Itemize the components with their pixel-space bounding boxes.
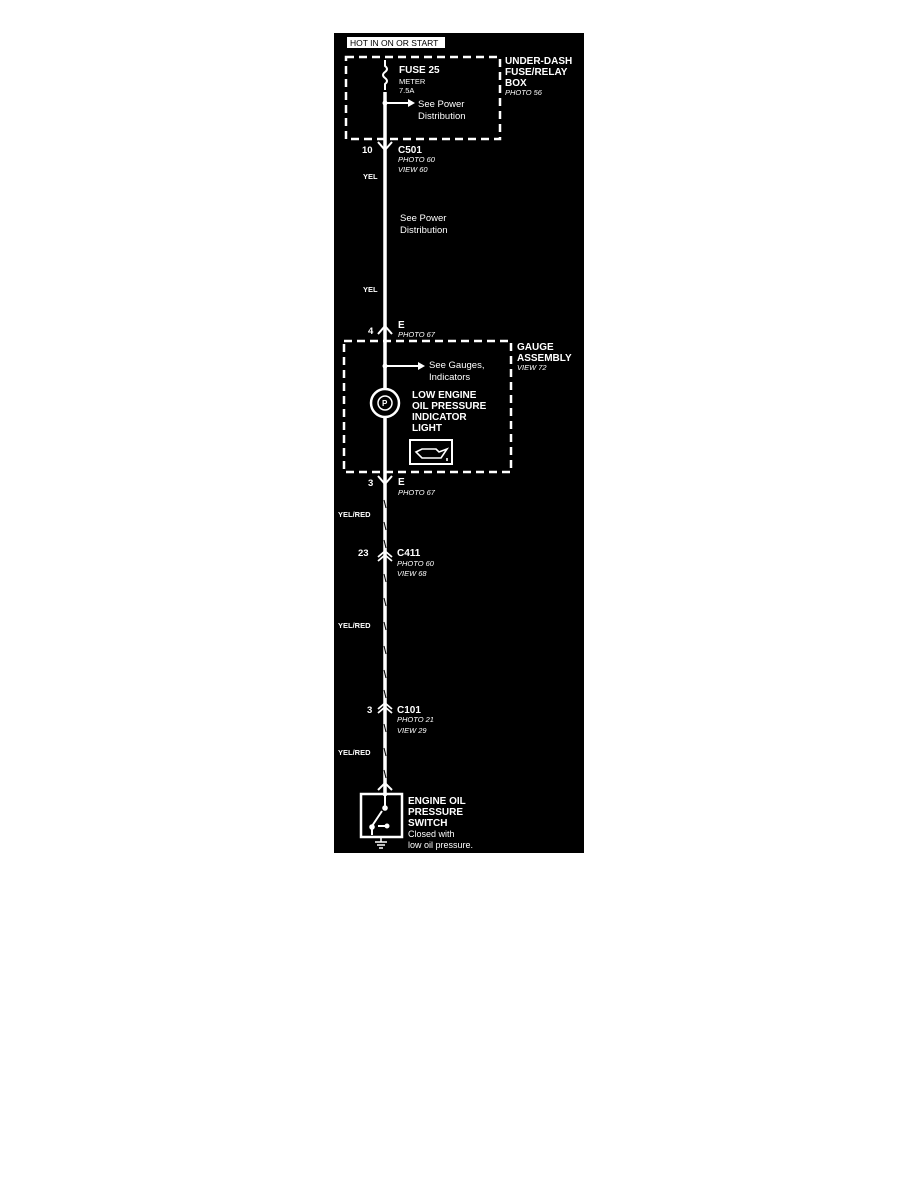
c411-pin: 23: [358, 548, 369, 559]
gauge-branch-1: See Gauges,: [429, 360, 484, 371]
fuse-box-title-1: UNDER-DASH: [505, 56, 572, 67]
fuse-rating: 7.5A: [399, 86, 414, 95]
gauge-view: VIEW 72: [517, 363, 547, 372]
indicator-lamp-inner: [377, 395, 393, 411]
c101-connector: [377, 701, 393, 714]
gauge-out-name: E: [398, 477, 405, 488]
fuse-branch-1: See Power: [418, 99, 464, 110]
light-label-4: LIGHT: [412, 423, 442, 434]
gauge-out-pin: 3: [368, 478, 373, 489]
wire-color-yelred-3: YEL/RED: [338, 748, 371, 757]
c501-connector: [377, 141, 393, 152]
c501-name: C501: [398, 145, 422, 156]
gauge-out-connector: [377, 475, 393, 486]
switch-connector: [377, 781, 393, 791]
gauge-title-1: GAUGE: [517, 342, 554, 353]
wire-color-yelred-1: YEL/RED: [338, 510, 371, 519]
gauge-in-pin: 4: [368, 326, 374, 337]
c501-view: VIEW 60: [398, 165, 428, 174]
c101-name: C101: [397, 705, 421, 716]
c101-pin: 3: [367, 705, 372, 716]
switch-contact-icon: [369, 796, 390, 835]
light-label-1: LOW ENGINE: [412, 390, 477, 401]
gauge-in-photo: PHOTO 67: [398, 330, 436, 339]
indicator-lamp-icon: [369, 387, 401, 419]
light-label-2: OIL PRESSURE: [412, 401, 487, 412]
switch-title-2: PRESSURE: [408, 807, 463, 818]
wire-note-1: See Power: [400, 213, 446, 224]
wire-color-yel-top: YEL: [363, 172, 378, 181]
gauge-branch-2: Indicators: [429, 372, 470, 383]
switch-desc-2: low oil pressure.: [408, 840, 473, 850]
wire-note-2: Distribution: [400, 225, 448, 236]
c411-photo: PHOTO 60: [397, 559, 435, 568]
diagram-panel: [334, 33, 584, 853]
wire-color-yel-bottom: YEL: [363, 285, 378, 294]
wire-stripes: [383, 499, 387, 779]
light-label-3: INDICATOR: [412, 412, 467, 423]
gauge-assembly-border: [342, 339, 513, 474]
c501-photo: PHOTO 60: [398, 155, 436, 164]
oil-can-icon: [409, 439, 453, 465]
fuse-box-title-3: BOX: [505, 78, 527, 89]
fuse-branch-arrow: [408, 99, 415, 107]
fuse-branch-2: Distribution: [418, 111, 466, 122]
c411-name: C411: [397, 548, 421, 559]
gauge-in-name: E: [398, 320, 405, 331]
fuse-circuit: METER: [399, 77, 426, 86]
c411-connector: [377, 549, 393, 562]
switch-title-3: SWITCH: [408, 818, 447, 829]
c101-view: VIEW 29: [397, 726, 427, 735]
switch-title-1: ENGINE OIL: [408, 796, 466, 807]
gauge-out-photo: PHOTO 67: [398, 488, 436, 497]
gauge-in-connector: [377, 324, 393, 335]
c501-pin: 10: [362, 145, 373, 156]
fuse-symbol: [382, 60, 388, 90]
c101-photo: PHOTO 21: [397, 715, 434, 724]
fuse-box-border: [344, 55, 502, 141]
hot-label: HOT IN ON OR START: [350, 38, 438, 48]
indicator-lamp-mark: P: [382, 399, 388, 408]
c411-view: VIEW 68: [397, 569, 427, 578]
wire-color-yelred-2: YEL/RED: [338, 621, 371, 630]
switch-desc-1: Closed with: [408, 829, 455, 839]
fuse-box-title-2: FUSE/RELAY: [505, 67, 568, 78]
gauge-branch-arrow: [418, 362, 425, 370]
hot-label-box: [347, 37, 445, 48]
fuse-name: FUSE 25: [399, 65, 440, 76]
gauge-title-2: ASSEMBLY: [517, 353, 572, 364]
fuse-box-photo: PHOTO 56: [505, 88, 543, 97]
ground-icon: [375, 837, 387, 849]
